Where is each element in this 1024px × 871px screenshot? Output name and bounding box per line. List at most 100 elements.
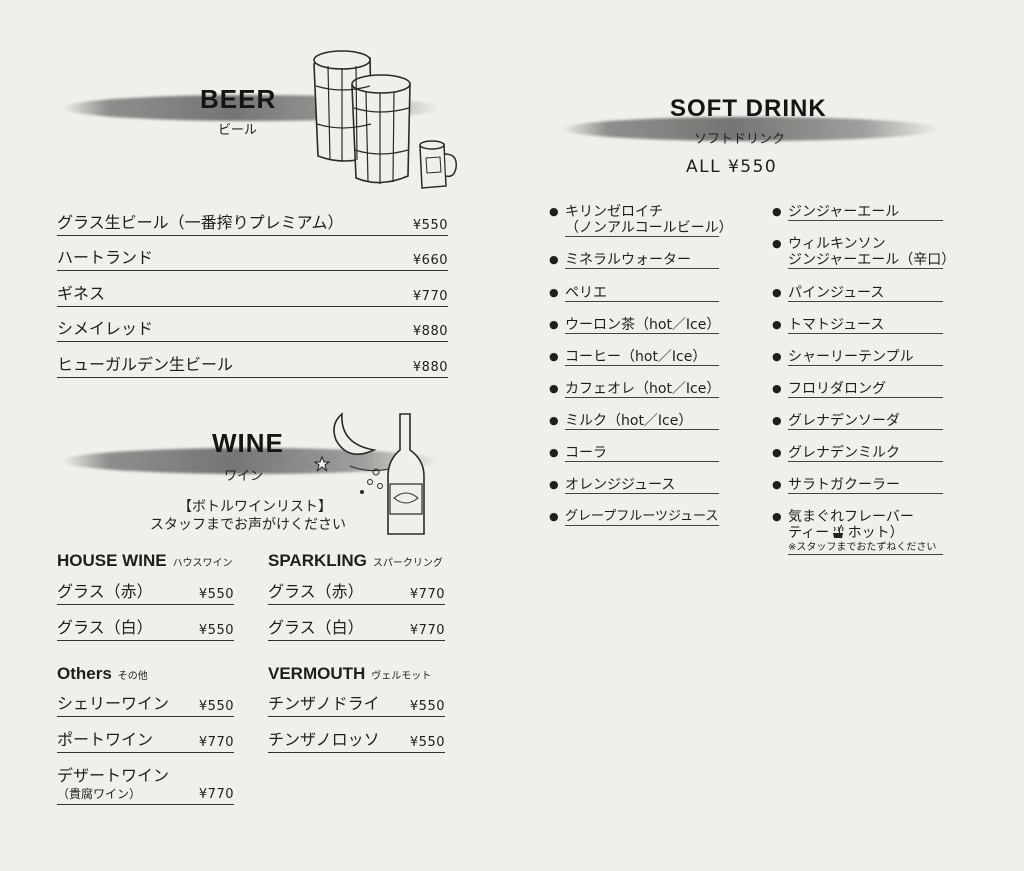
wine-item-price: ¥550 <box>198 699 234 714</box>
beer-item-price: ¥770 <box>412 289 448 304</box>
soft-drink-item-name: キリンゼロイチ <box>565 204 663 220</box>
wine-item-name-note: （貴腐ワイン） <box>57 787 142 801</box>
bullet-icon: ● <box>772 414 782 427</box>
soft-drink-item-name: コーラ <box>565 445 607 461</box>
soft-drink-item-name: 気まぐれフレーバー <box>788 509 914 525</box>
soft-drink-item: ● コーヒー（hot／Ice） <box>549 349 719 366</box>
moon-icon <box>333 412 377 456</box>
beer-subtitle: ビール <box>218 123 258 138</box>
wine-item-price: ¥770 <box>409 587 445 602</box>
soft-drink-item-name: ミネラルウォーター <box>565 252 691 268</box>
soft-drink-item: ● グレナデンソーダ <box>772 413 943 430</box>
soft-drink-item-name: グレープフルーツジュース <box>565 509 719 524</box>
wine-item-name: チンザノロッソ <box>268 730 380 749</box>
wine-item-name: ポートワイン <box>57 730 154 749</box>
soft-drink-item-name: グレナデンミルク <box>788 445 900 461</box>
soft-drink-item-name-line2: （ノンアルコールビール） <box>565 220 733 236</box>
wine-item-name: グラス（白） <box>57 618 153 637</box>
vermouth-title: VERMOUTH <box>268 664 366 683</box>
beer-item-name: グラス生ビール（一番搾りプレミアム） <box>57 213 344 232</box>
soft-drink-item-name-line2: ティー（ ホット） <box>788 525 904 541</box>
beer-item: ハートランド ¥660 <box>57 240 448 271</box>
soft-drink-item: ● パインジュース <box>772 285 943 302</box>
beer-item: ヒューガルデン生ビール ¥880 <box>57 347 448 378</box>
soft-drink-item: ● ウィルキンソン ジンジャーエール（辛口） <box>772 236 956 269</box>
bullet-icon: ● <box>772 478 782 491</box>
sparkling-item: グラス（赤） ¥770 <box>268 574 445 605</box>
house-wine-item: グラス（白） ¥550 <box>57 610 234 641</box>
wine-title: WINE <box>212 428 284 458</box>
bullet-icon: ● <box>549 318 559 331</box>
bullet-icon: ● <box>549 286 559 299</box>
soft-drink-item-name: オレンジジュース <box>565 477 676 493</box>
wine-item-price: ¥550 <box>409 735 445 750</box>
beer-item-price: ¥660 <box>412 253 448 268</box>
soft-drink-item-name: ウィルキンソン <box>788 236 886 252</box>
soft-drink-item: ● オレンジジュース <box>549 477 719 494</box>
wine-subtitle: ワイン <box>224 469 264 484</box>
beer-item: グラス生ビール（一番搾りプレミアム） ¥550 <box>57 205 448 236</box>
others-title: Others <box>57 664 112 683</box>
others-item: シェリーワイン ¥550 <box>57 686 234 717</box>
beer-mug-icon <box>419 140 458 189</box>
bullet-icon: ● <box>549 510 559 523</box>
bullet-icon: ● <box>772 286 782 299</box>
soft-drink-item: ● トマトジュース <box>772 317 943 334</box>
wine-item-name: デザートワイン <box>57 766 170 785</box>
others-item: デザートワイン （貴腐ワイン） ¥770 <box>57 762 234 805</box>
soft-drink-item-name: パインジュース <box>788 285 885 301</box>
soft-drink-item-name: グレナデンソーダ <box>788 413 900 429</box>
soft-drink-item-note: ※スタッフまでおたずねください <box>788 542 937 553</box>
soft-drink-item: ● コーラ <box>549 445 719 462</box>
bullet-icon: ● <box>549 446 559 459</box>
soft-drink-item-name-line2: ジンジャーエール（辛口） <box>788 252 956 268</box>
beer-item-name: ハートランド <box>57 248 154 267</box>
bullet-icon: ● <box>549 414 559 427</box>
soft-drink-item: ● ミネラルウォーター <box>549 252 719 269</box>
vermouth-item: チンザノロッソ ¥550 <box>268 722 445 753</box>
soft-drink-item-name: フロリダロング <box>788 381 886 397</box>
soft-drink-item-name: コーヒー（hot／Ice） <box>565 349 707 365</box>
soft-drink-item-name: ペリエ <box>565 285 607 301</box>
beer-item: シメイレッド ¥880 <box>57 311 448 342</box>
bullet-icon: ● <box>549 478 559 491</box>
bullet-icon: ● <box>549 253 559 266</box>
others-item: ポートワイン ¥770 <box>57 722 234 753</box>
soft-drink-price-all: ALL ¥550 <box>686 157 778 177</box>
beer-barrels-icon <box>313 50 411 184</box>
beer-item-price: ¥550 <box>412 218 448 233</box>
soft-drink-item: ● サラトガクーラー <box>772 477 943 494</box>
wine-item-name: グラス（赤） <box>57 582 153 601</box>
soft-drink-item-name: シャーリーテンプル <box>788 349 914 365</box>
bullet-icon: ● <box>549 205 559 218</box>
bullet-icon: ● <box>772 446 782 459</box>
beer-item-price: ¥880 <box>412 360 448 375</box>
soft-drink-item-name: ジンジャーエール <box>788 204 900 220</box>
wine-item-price: ¥550 <box>198 587 234 602</box>
others-subtitle: その他 <box>117 671 148 682</box>
beer-item-name: ヒューガルデン生ビール <box>57 355 234 374</box>
wine-item-price: ¥770 <box>198 787 234 802</box>
bullet-icon: ● <box>772 318 782 331</box>
soft-drink-item: ● カフェオレ（hot／Ice） <box>549 381 720 398</box>
bullet-icon: ● <box>549 382 559 395</box>
wine-bottle-icon <box>349 413 425 535</box>
house-wine-title: HOUSE WINE <box>57 551 167 570</box>
bullet-icon: ● <box>549 350 559 363</box>
beer-item-price: ¥880 <box>412 324 448 339</box>
vermouth-item: チンザノドライ ¥550 <box>268 686 445 717</box>
soft-drink-item: ● キリンゼロイチ （ノンアルコールビール） <box>549 204 733 237</box>
wine-bottle-list-note: スタッフまでお声がけください <box>150 517 346 533</box>
soft-drink-item: ● グレナデンミルク <box>772 445 943 462</box>
wine-item-name: シェリーワイン <box>57 694 170 713</box>
beer-title: BEER <box>200 84 277 114</box>
house-wine-item: グラス（赤） ¥550 <box>57 574 234 605</box>
soft-drink-item: ● ジンジャーエール <box>772 204 943 221</box>
soft-drink-item-name: ウーロン茶（hot／Ice） <box>565 317 721 333</box>
bullet-icon: ● <box>772 510 782 523</box>
sparkling-subtitle: スパークリング <box>372 558 443 569</box>
others-heading: Others その他 <box>57 664 148 684</box>
